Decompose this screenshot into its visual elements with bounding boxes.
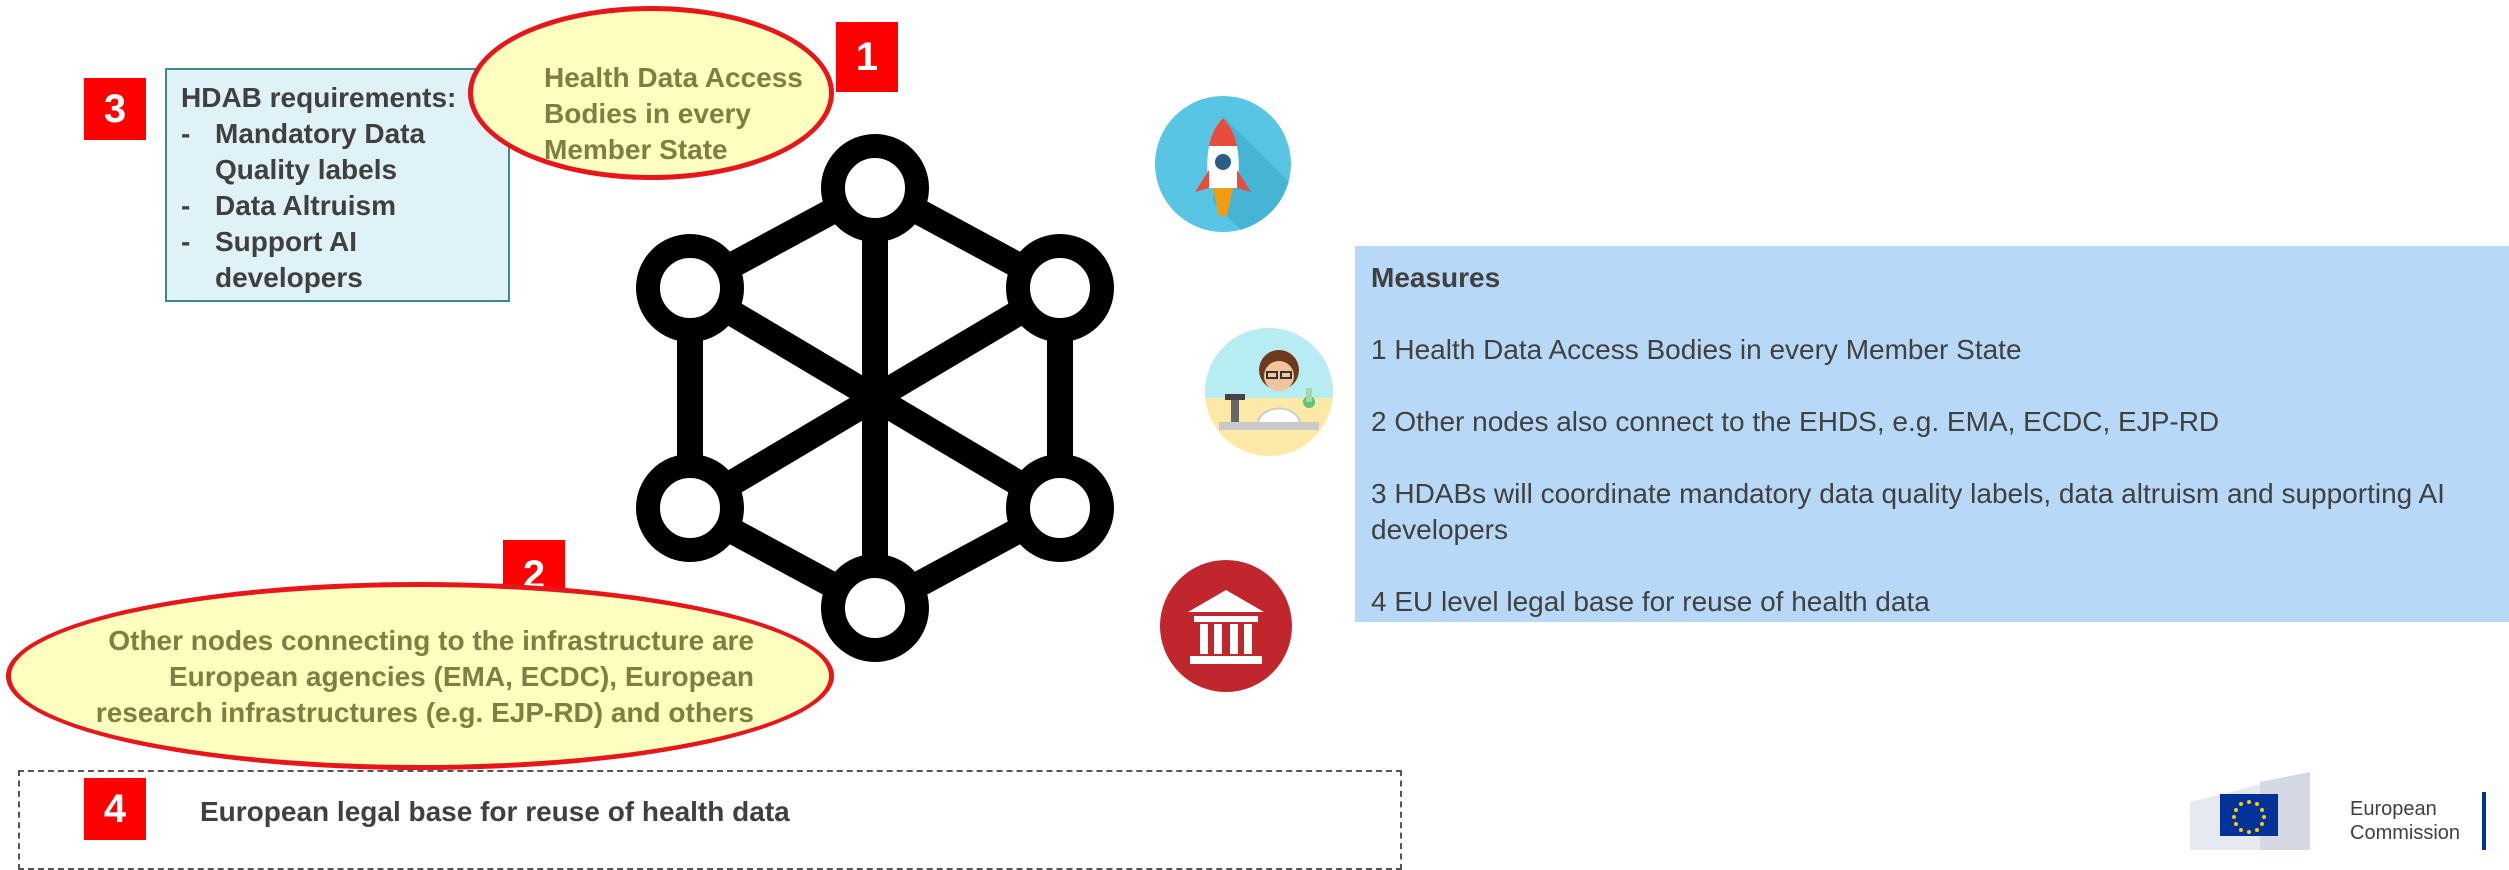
eu-logo-divider — [2482, 792, 2486, 850]
badge-4: 4 — [84, 778, 146, 840]
hdab-item: Mandatory Data Quality labels — [181, 116, 494, 188]
scientist-icon — [1205, 328, 1333, 456]
ellipse-other-nodes-callout — [6, 582, 834, 770]
hdab-item: Support AI developers — [181, 224, 494, 296]
badge-1: 1 — [836, 22, 898, 92]
measures-box: Measures 1 Health Data Access Bodies in … — [1355, 246, 2509, 622]
badge-3: 3 — [84, 78, 146, 140]
measures-item: 2 Other nodes also connect to the EHDS, … — [1371, 406, 2220, 437]
ellipse-hdab-callout — [468, 6, 834, 180]
measures-item: 4 EU level legal base for reuse of healt… — [1371, 586, 1930, 617]
hdab-requirements-box: HDAB requirements: Mandatory Data Qualit… — [165, 68, 510, 302]
institution-icon — [1160, 560, 1292, 692]
hdab-item: Data Altruism — [181, 188, 494, 224]
measures-title: Measures — [1371, 262, 1501, 293]
eu-commission-logo: European Commission — [2190, 772, 2509, 850]
network-hub-icon — [636, 134, 1114, 662]
measures-item: 3 HDABs will coordinate mandatory data q… — [1371, 478, 2445, 545]
measures-item: 1 Health Data Access Bodies in every Mem… — [1371, 334, 2022, 365]
eu-logo-text-1: European — [2350, 798, 2437, 820]
ellipse-other-nodes-text: Other nodes connecting to the infrastruc… — [95, 625, 754, 728]
legal-base-text: European legal base for reuse of health … — [200, 796, 790, 827]
eu-logo-text-2: Commission — [2350, 822, 2461, 844]
ellipse-hdab-text: Health Data Access Bodies in every Membe… — [544, 62, 803, 165]
hdab-list: Mandatory Data Quality labels Data Altru… — [181, 116, 494, 296]
hdab-title: HDAB requirements: — [181, 82, 457, 113]
rocket-icon — [1155, 96, 1291, 232]
